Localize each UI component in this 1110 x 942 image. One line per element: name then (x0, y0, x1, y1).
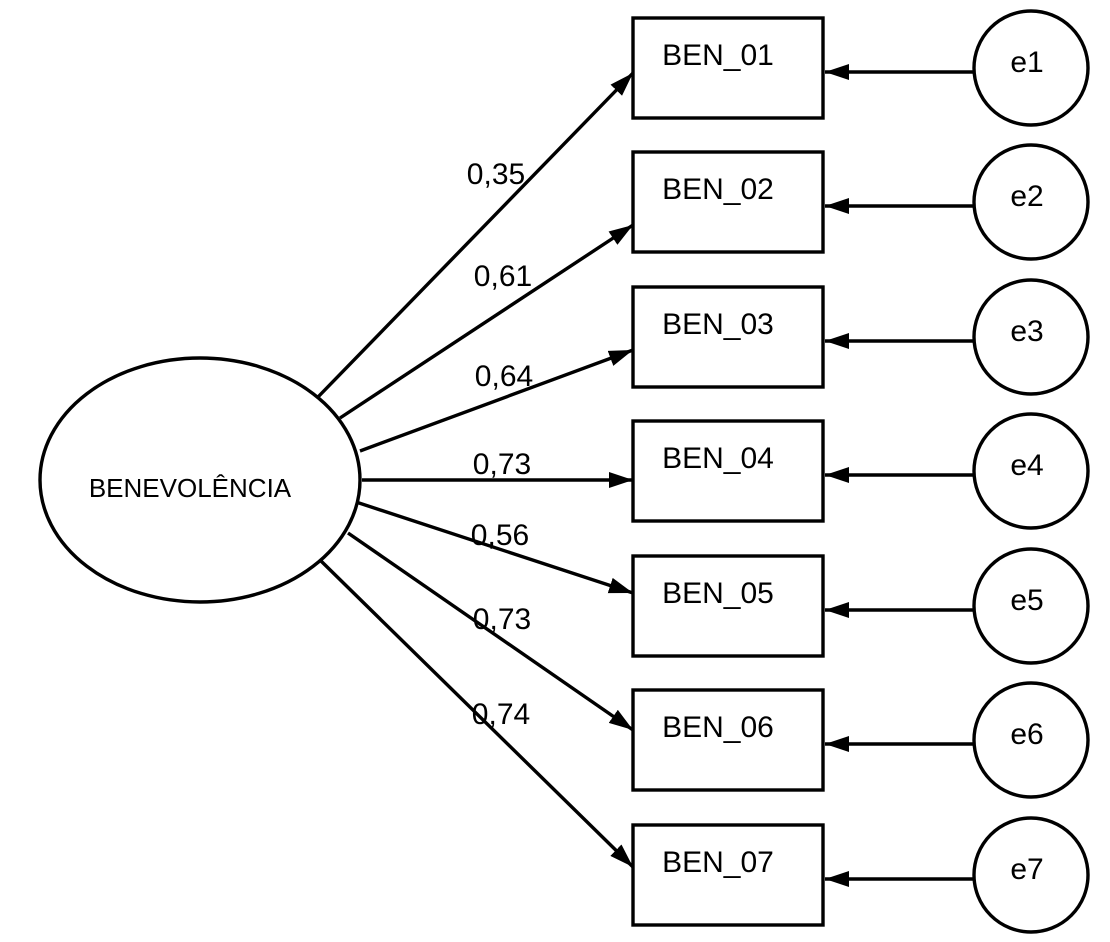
indicator-box (631, 823, 825, 927)
indicator-label: BEN_04 (662, 442, 774, 475)
factor-loading-arrow (318, 558, 635, 869)
error-label: e5 (1010, 584, 1043, 617)
indicator-label: BEN_01 (662, 39, 774, 72)
indicator-label: BEN_06 (662, 711, 774, 744)
indicator-box (631, 16, 825, 120)
indicator-label: BEN_07 (662, 846, 774, 879)
factor-loading-value: 0,56 (471, 519, 529, 552)
error-label: e7 (1010, 853, 1043, 886)
indicator-label: BEN_02 (662, 173, 774, 206)
factor-loading-arrow (347, 531, 634, 732)
error-circle (972, 547, 1090, 665)
indicator-label: BEN_03 (662, 308, 774, 341)
error-circle (972, 9, 1090, 127)
error-label: e1 (1010, 46, 1043, 79)
error-label: e3 (1010, 315, 1043, 348)
error-label: e2 (1010, 180, 1043, 213)
latent-ellipse (38, 356, 362, 604)
error-circle (972, 143, 1090, 261)
factor-loading-value: 0,73 (473, 448, 531, 481)
indicator-box (631, 150, 825, 254)
factor-loading-arrow (359, 348, 634, 453)
error-circle (972, 816, 1090, 934)
factor-loading-value: 0,73 (473, 603, 531, 636)
indicator-box (631, 285, 825, 389)
indicator-box (631, 419, 825, 523)
indicator-box (631, 688, 825, 792)
factor-loading-value: 0,61 (474, 260, 532, 293)
indicator-box (631, 554, 825, 658)
factor-loading-arrow (339, 223, 634, 420)
error-circle (972, 412, 1090, 530)
factor-loading-value: 0,35 (467, 158, 525, 191)
error-label: e4 (1010, 449, 1043, 482)
error-circle (972, 278, 1090, 396)
factor-loading-arrow (316, 71, 635, 399)
factor-loading-value: 0,64 (475, 360, 533, 393)
factor-loading-value: 0,74 (472, 698, 530, 731)
error-circle (972, 681, 1090, 799)
indicator-label: BEN_05 (662, 577, 774, 610)
error-label: e6 (1010, 718, 1043, 751)
factor-loading-arrow (355, 500, 634, 595)
latent-label: BENEVOLÊNCIA (89, 473, 292, 503)
